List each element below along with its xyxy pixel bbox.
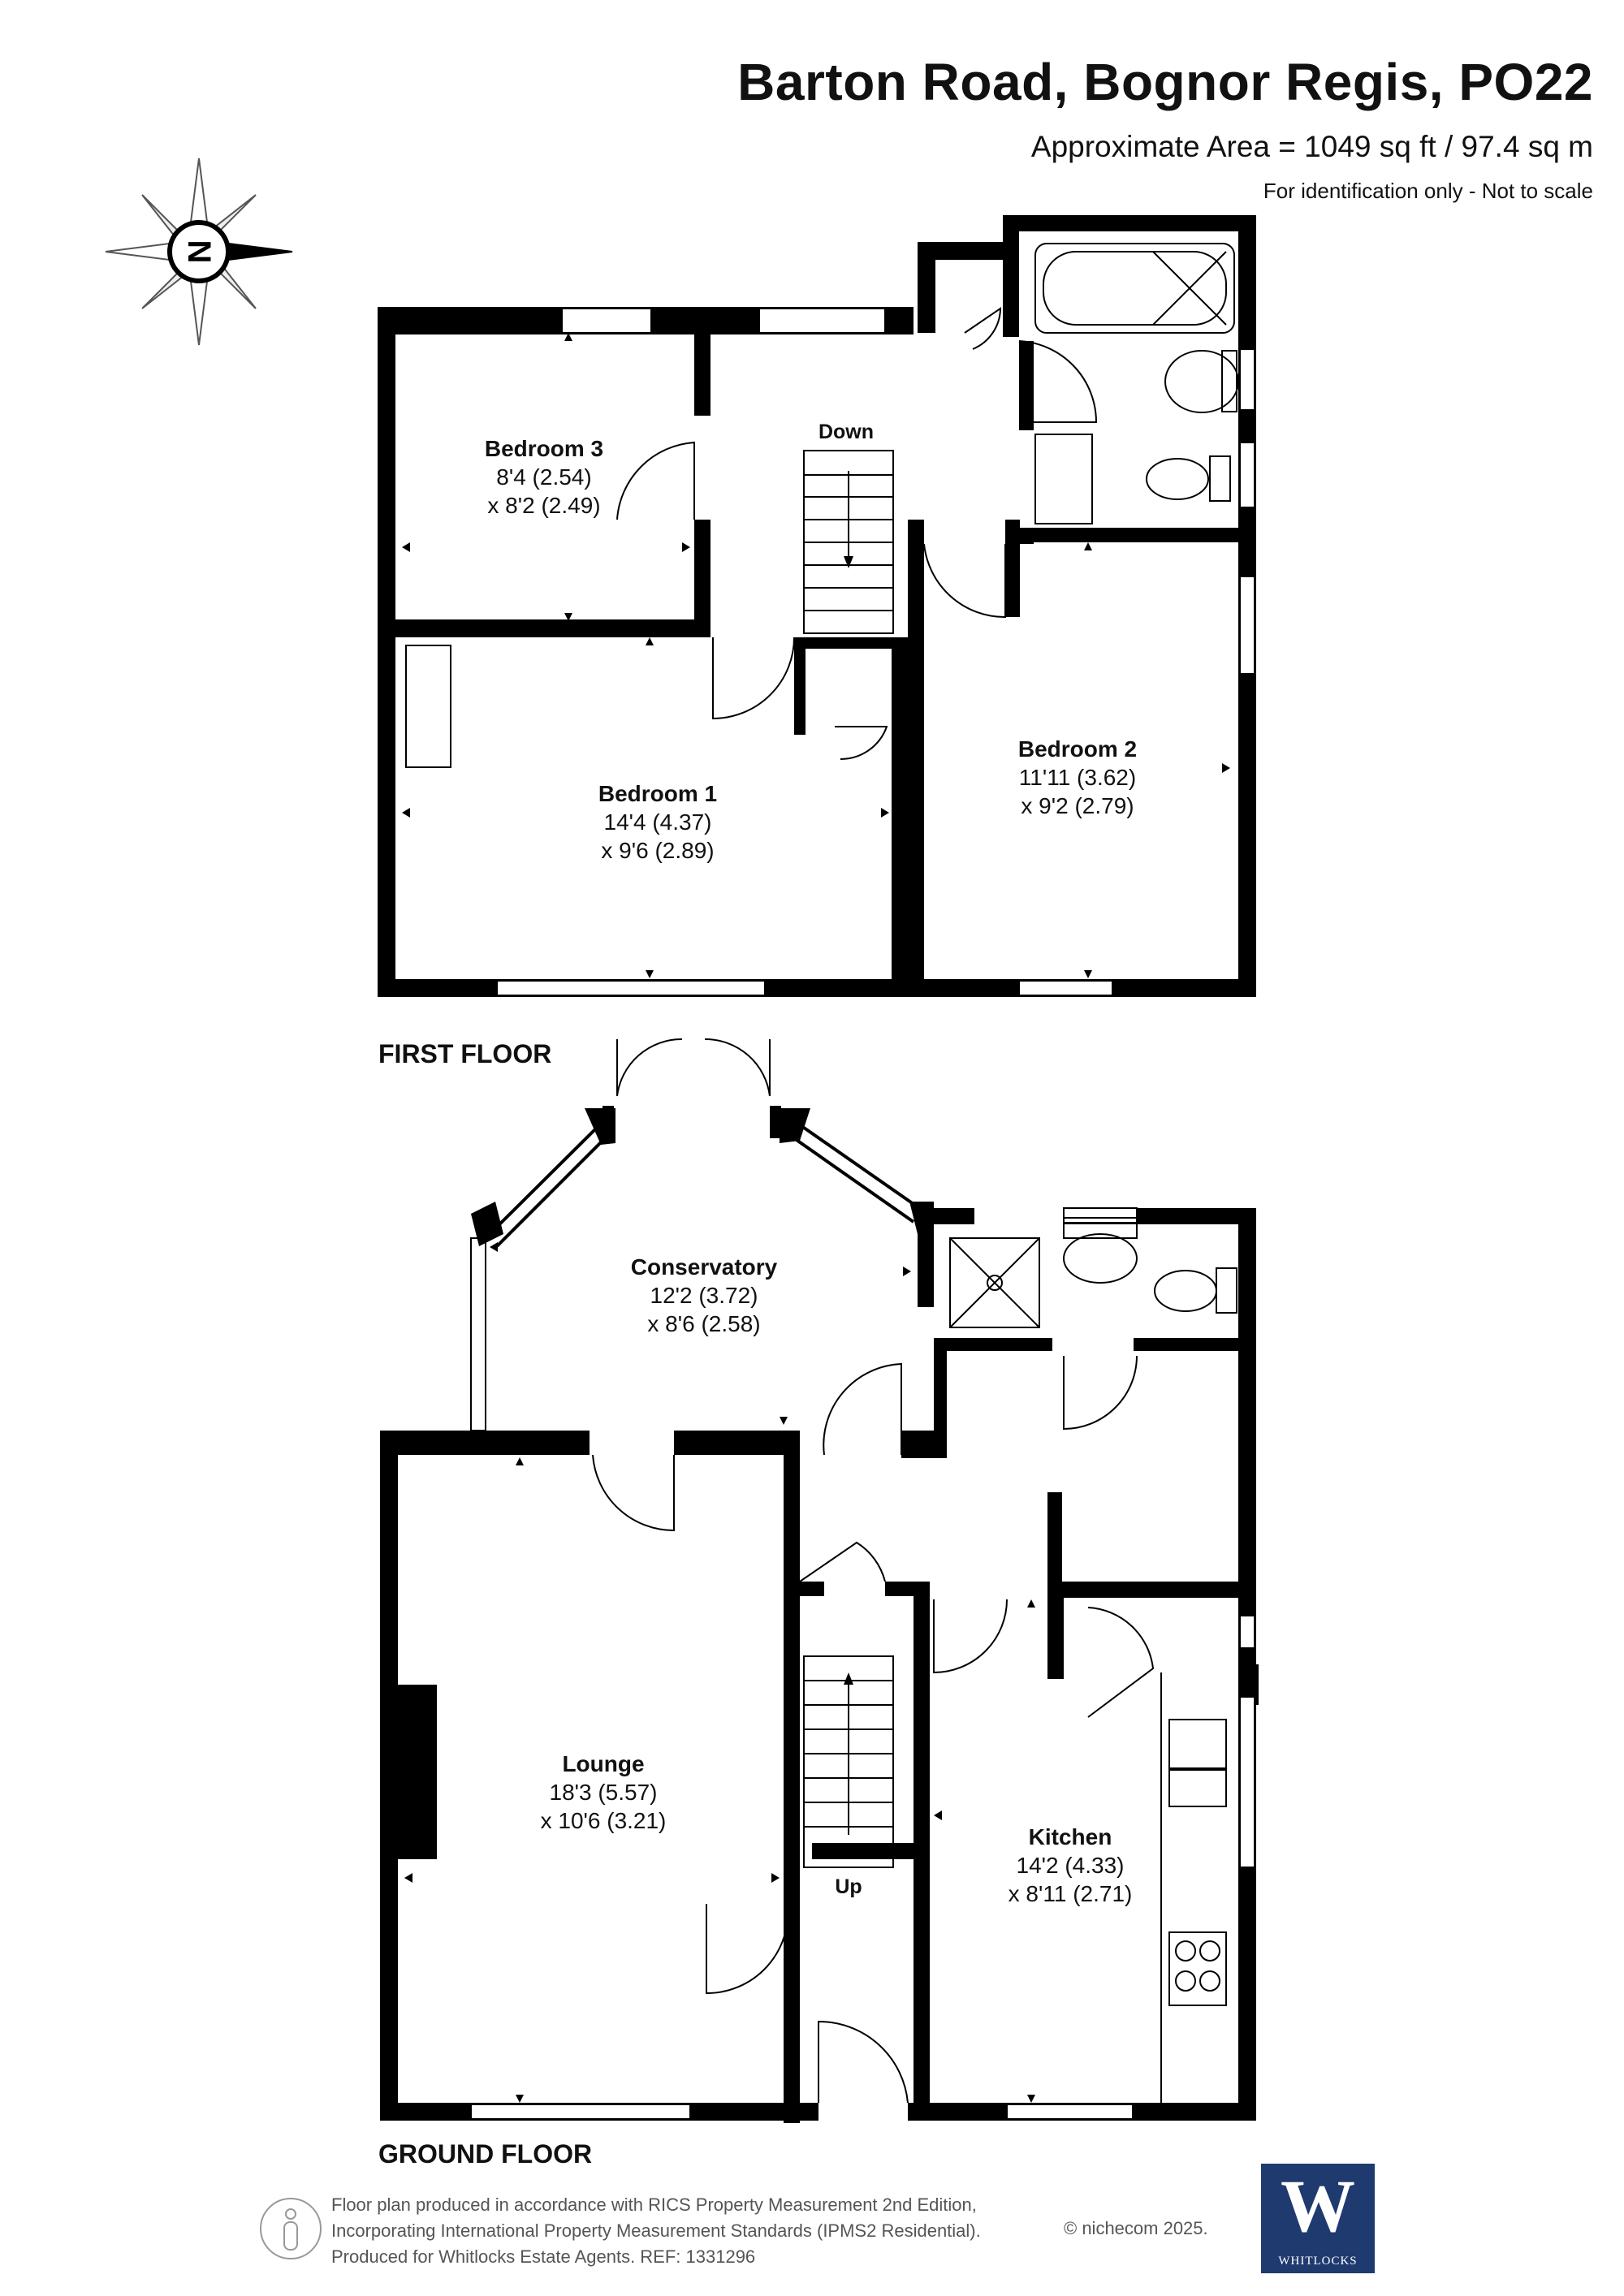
room-label-kitchen: Kitchen 14'2 (4.33) x 8'11 (2.71) [1009, 1823, 1133, 1908]
logo-text: WHITLOCKS [1278, 2255, 1358, 2268]
scale-note: For identification only - Not to scale [1263, 179, 1593, 203]
room-label-bedroom-2: Bedroom 2 11'11 (3.62) x 9'2 (2.79) [1018, 735, 1137, 820]
room-dimension: x 9'6 (2.89) [601, 838, 715, 863]
room-label-bedroom-1: Bedroom 1 14'4 (4.37) x 9'6 (2.89) [598, 779, 717, 865]
room-name: Lounge [562, 1751, 645, 1776]
room-dimension: 8'4 (2.54) [496, 464, 592, 490]
copyright-text: © nichecom 2025. [1064, 2218, 1208, 2238]
room-dimension: x 10'6 (3.21) [540, 1808, 667, 1833]
room-name: Bedroom 3 [484, 436, 604, 461]
room-name: Bedroom 2 [1017, 736, 1138, 762]
stairs-down-label: Down [818, 421, 875, 443]
room-name: Kitchen [1028, 1824, 1112, 1849]
room-label-bedroom-3: Bedroom 3 8'4 (2.54) x 8'2 (2.49) [485, 434, 603, 520]
room-dimension: 12'2 (3.72) [650, 1283, 758, 1308]
room-dimension: x 8'2 (2.49) [487, 493, 601, 518]
room-label-conservatory: Conservatory 12'2 (3.72) x 8'6 (2.58) [631, 1253, 778, 1338]
approximate-area: Approximate Area = 1049 sq ft / 97.4 sq … [1030, 130, 1593, 163]
ground-floor-label: GROUND FLOOR [378, 2139, 593, 2169]
room-name: Bedroom 1 [598, 781, 718, 806]
property-title: Barton Road, Bognor Regis, PO22 [737, 53, 1593, 111]
whitlocks-logo: W WHITLOCKS [1261, 2164, 1375, 2273]
room-dimension: x 9'2 (2.79) [1021, 793, 1134, 818]
stairs-up-label: Up [835, 1875, 862, 1898]
compass-north-letter: N [181, 240, 217, 264]
room-dimension: 14'2 (4.33) [1016, 1853, 1125, 1878]
room-dimension: 14'4 (4.37) [603, 809, 712, 835]
compass-rose-icon: N [105, 158, 293, 346]
footer-line: Produced for Whitlocks Estate Agents. RE… [331, 2246, 756, 2267]
ipms-person-icon [260, 2198, 322, 2259]
footer-line: Incorporating International Property Mea… [331, 2220, 981, 2241]
room-name: Conservatory [630, 1254, 778, 1280]
room-dimension: 18'3 (5.57) [549, 1780, 658, 1805]
room-dimension: x 8'11 (2.71) [1008, 1881, 1133, 1906]
footer-text: Floor plan produced in accordance with R… [331, 2192, 981, 2270]
first-floor-label: FIRST FLOOR [378, 1039, 552, 1068]
room-dimension: 11'11 (3.62) [1018, 765, 1137, 790]
footer-line: Floor plan produced in accordance with R… [331, 2195, 977, 2215]
room-label-lounge: Lounge 18'3 (5.57) x 10'6 (3.21) [541, 1750, 667, 1835]
logo-letter: W [1281, 2164, 1355, 2247]
room-dimension: x 8'6 (2.58) [647, 1311, 761, 1336]
